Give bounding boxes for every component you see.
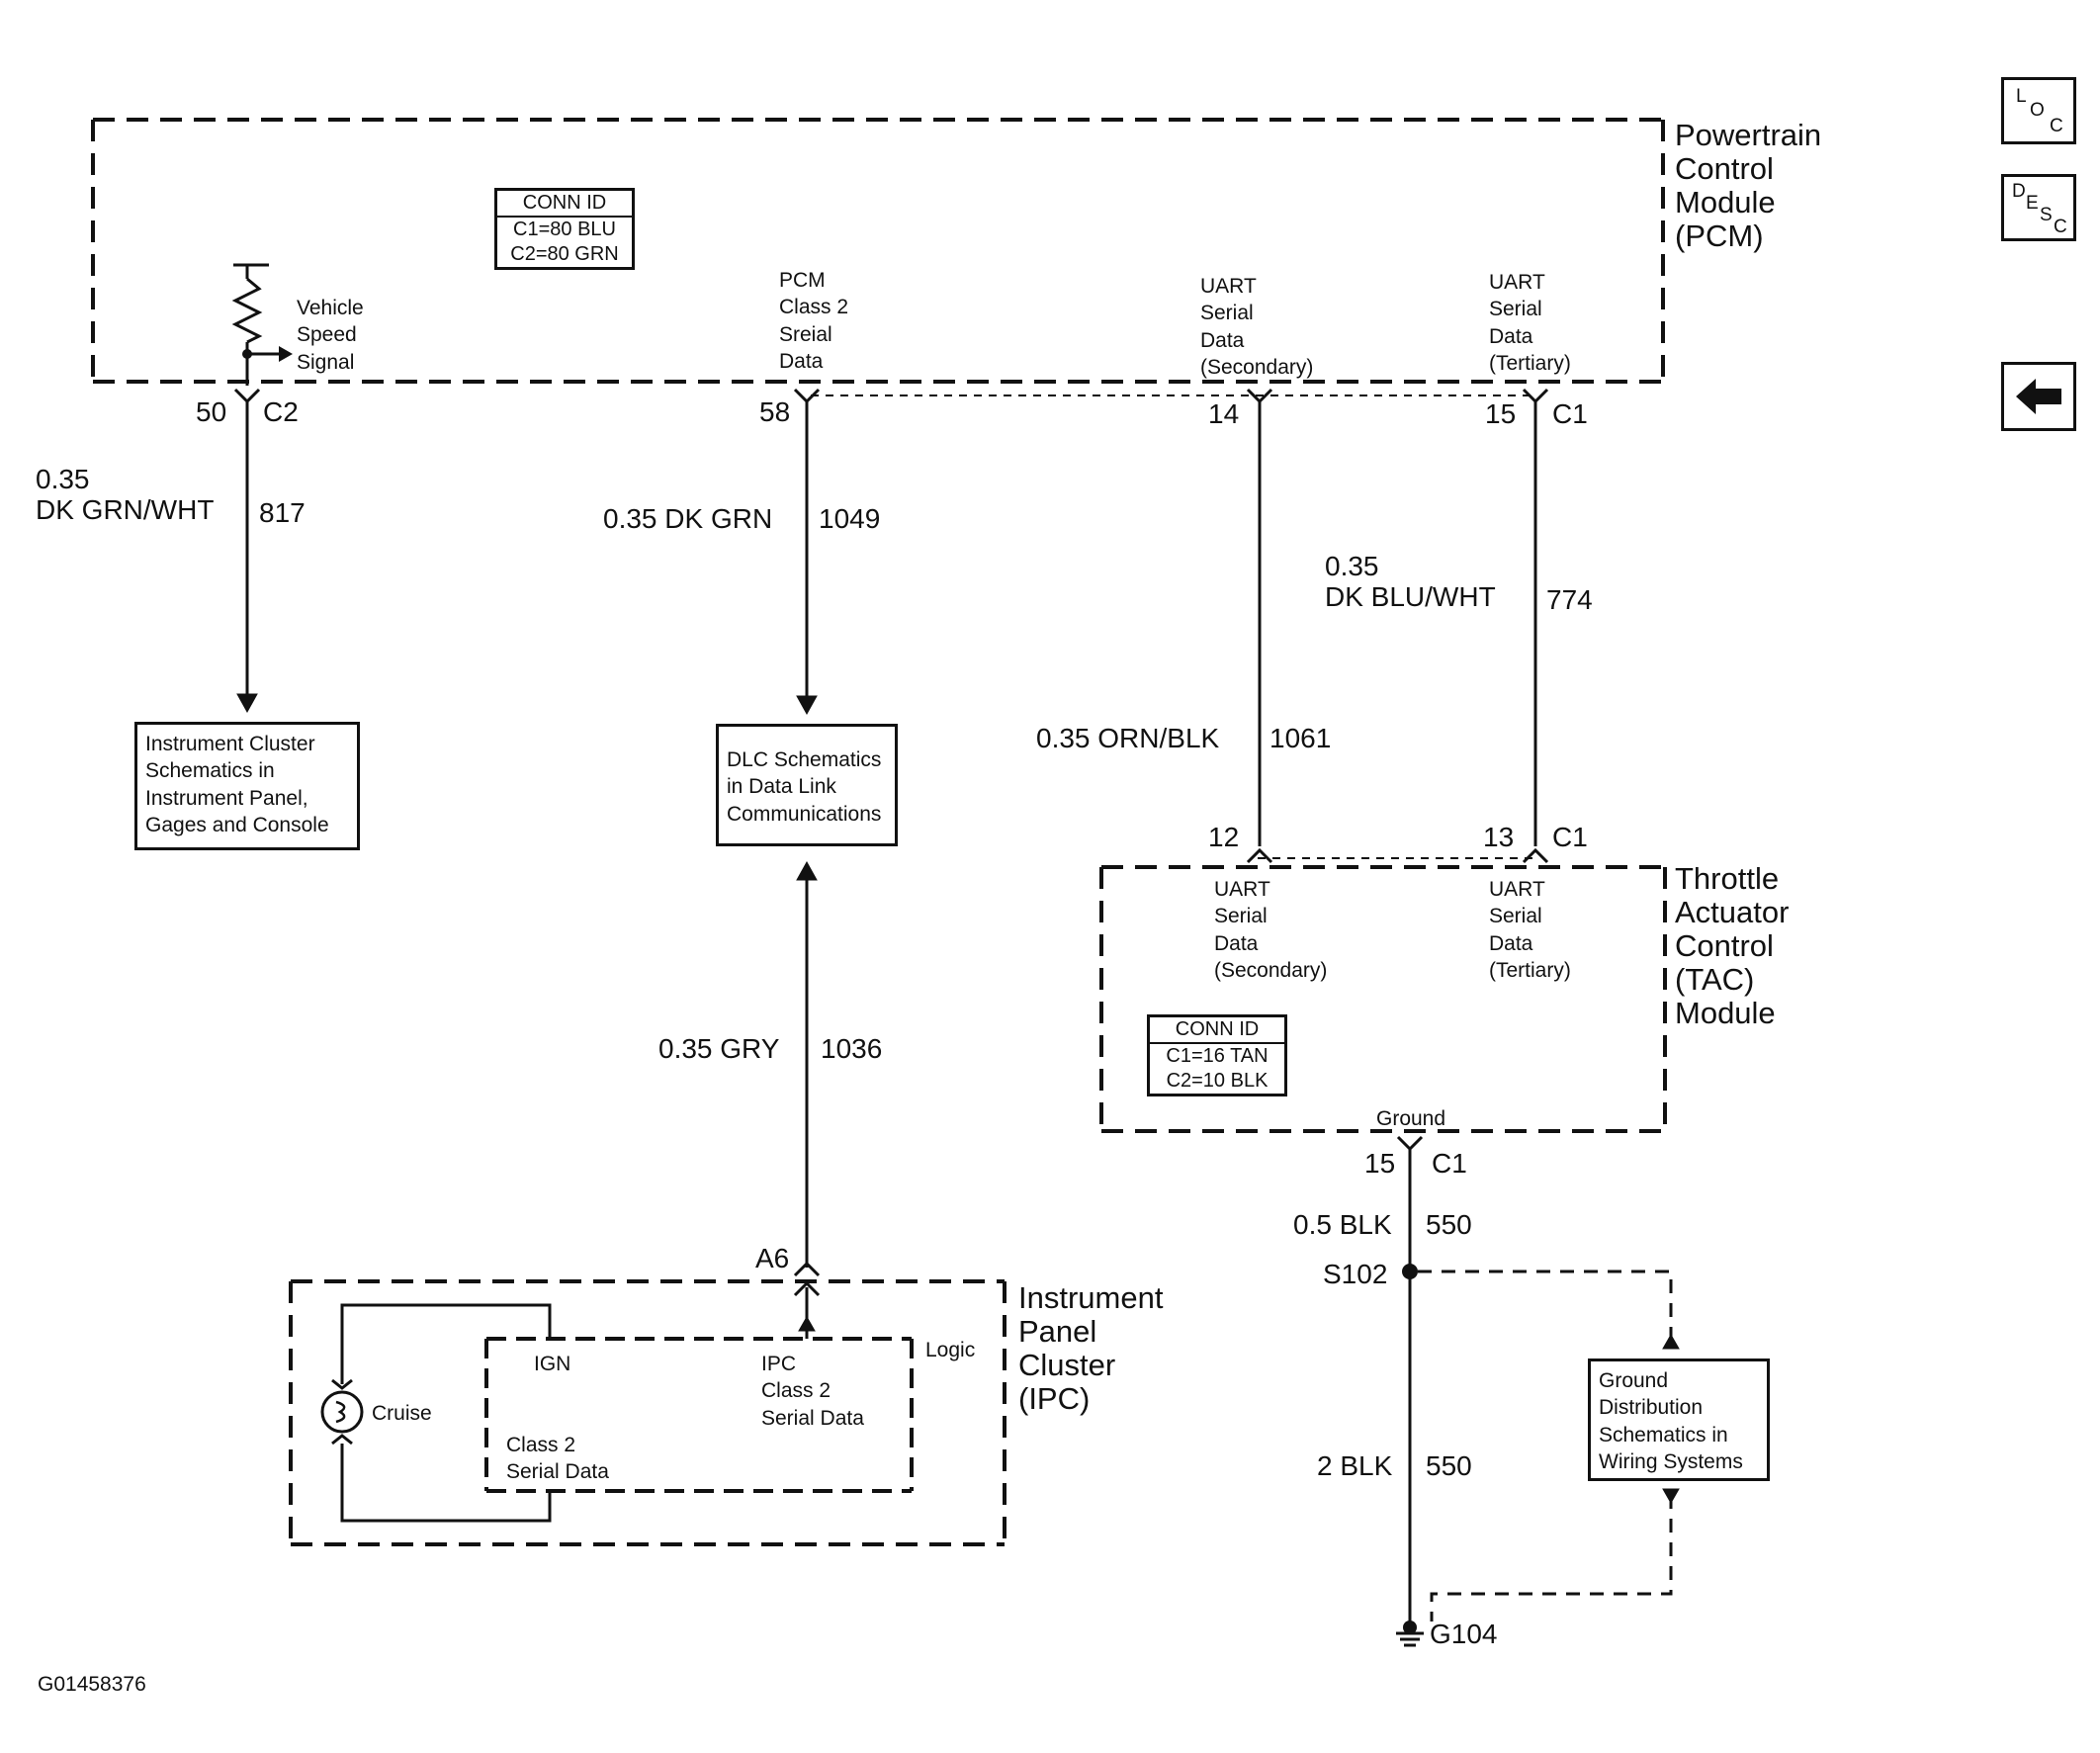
pcm-outline [91,118,1665,384]
wire-817 [233,388,261,702]
vss-resistor [231,263,279,386]
connector-c2: C2 [263,396,299,427]
wire-1061 [1246,388,1273,864]
tac-ground-label: Ground [1376,1107,1446,1130]
cruise-switch-icon [320,1390,364,1434]
wire-550 [1396,1135,1424,1647]
tac-outline [1099,865,1667,1133]
pin-13: 13 [1483,822,1515,852]
wire-1061-circuit: 1061 [1269,723,1332,753]
loc-button[interactable]: L O C [2001,77,2076,144]
connector-c1: C1 [1552,398,1588,429]
wire-1036-circuit: 1036 [821,1033,883,1064]
wire-774 [1522,388,1549,864]
wire-550-circuit-b: 550 [1426,1450,1472,1481]
connector-c1-ground: C1 [1432,1148,1467,1179]
ipc-outline [289,1279,1006,1546]
back-button[interactable] [2001,362,2076,431]
wire-550-circuit-a: 550 [1426,1209,1472,1240]
figure-id: G01458376 [38,1673,146,1696]
pin-50: 50 [196,396,227,427]
pin-12: 12 [1208,822,1240,852]
wire-1049 [793,388,821,704]
wire-1061-label: 0.35 ORN/BLK [1036,723,1220,753]
ground-dash [1418,1270,1673,1622]
connector-c1-tac: C1 [1552,822,1588,852]
wire-550-label-a: 0.5 BLK [1293,1209,1392,1240]
wire-1036-label: 0.35 GRY [658,1033,780,1064]
ground-g104: G104 [1430,1619,1498,1649]
left-arrow-icon [2016,379,2061,414]
wire-1049-label: 0.35 DK GRN [603,503,773,534]
pcm-conn-id: CONN ID C1=80 BLU C2=80 GRN [494,188,635,270]
pin-a6: A6 [755,1243,790,1273]
wire-1036 [793,876,821,1277]
tac-conn-id: CONN ID C1=16 TAN C2=10 BLK [1147,1014,1287,1096]
wire-1049-circuit: 1049 [819,503,881,534]
ipc-logic-outline [484,1337,914,1493]
desc-button[interactable]: D E S C [2001,174,2076,241]
pin-58: 58 [759,396,791,427]
wire-774-circuit: 774 [1546,584,1593,615]
pin-15-ground: 15 [1364,1148,1396,1179]
wire-817-circuit: 817 [259,497,306,528]
pin-14: 14 [1208,398,1240,429]
wire-550-label-b: 2 BLK [1317,1450,1393,1481]
ipc-logic-label: Logic [925,1339,976,1361]
cruise-label: Cruise [372,1402,432,1425]
splice-s102: S102 [1323,1259,1388,1289]
pin-15: 15 [1485,398,1517,429]
ipc-ign-label: IGN [534,1353,571,1375]
